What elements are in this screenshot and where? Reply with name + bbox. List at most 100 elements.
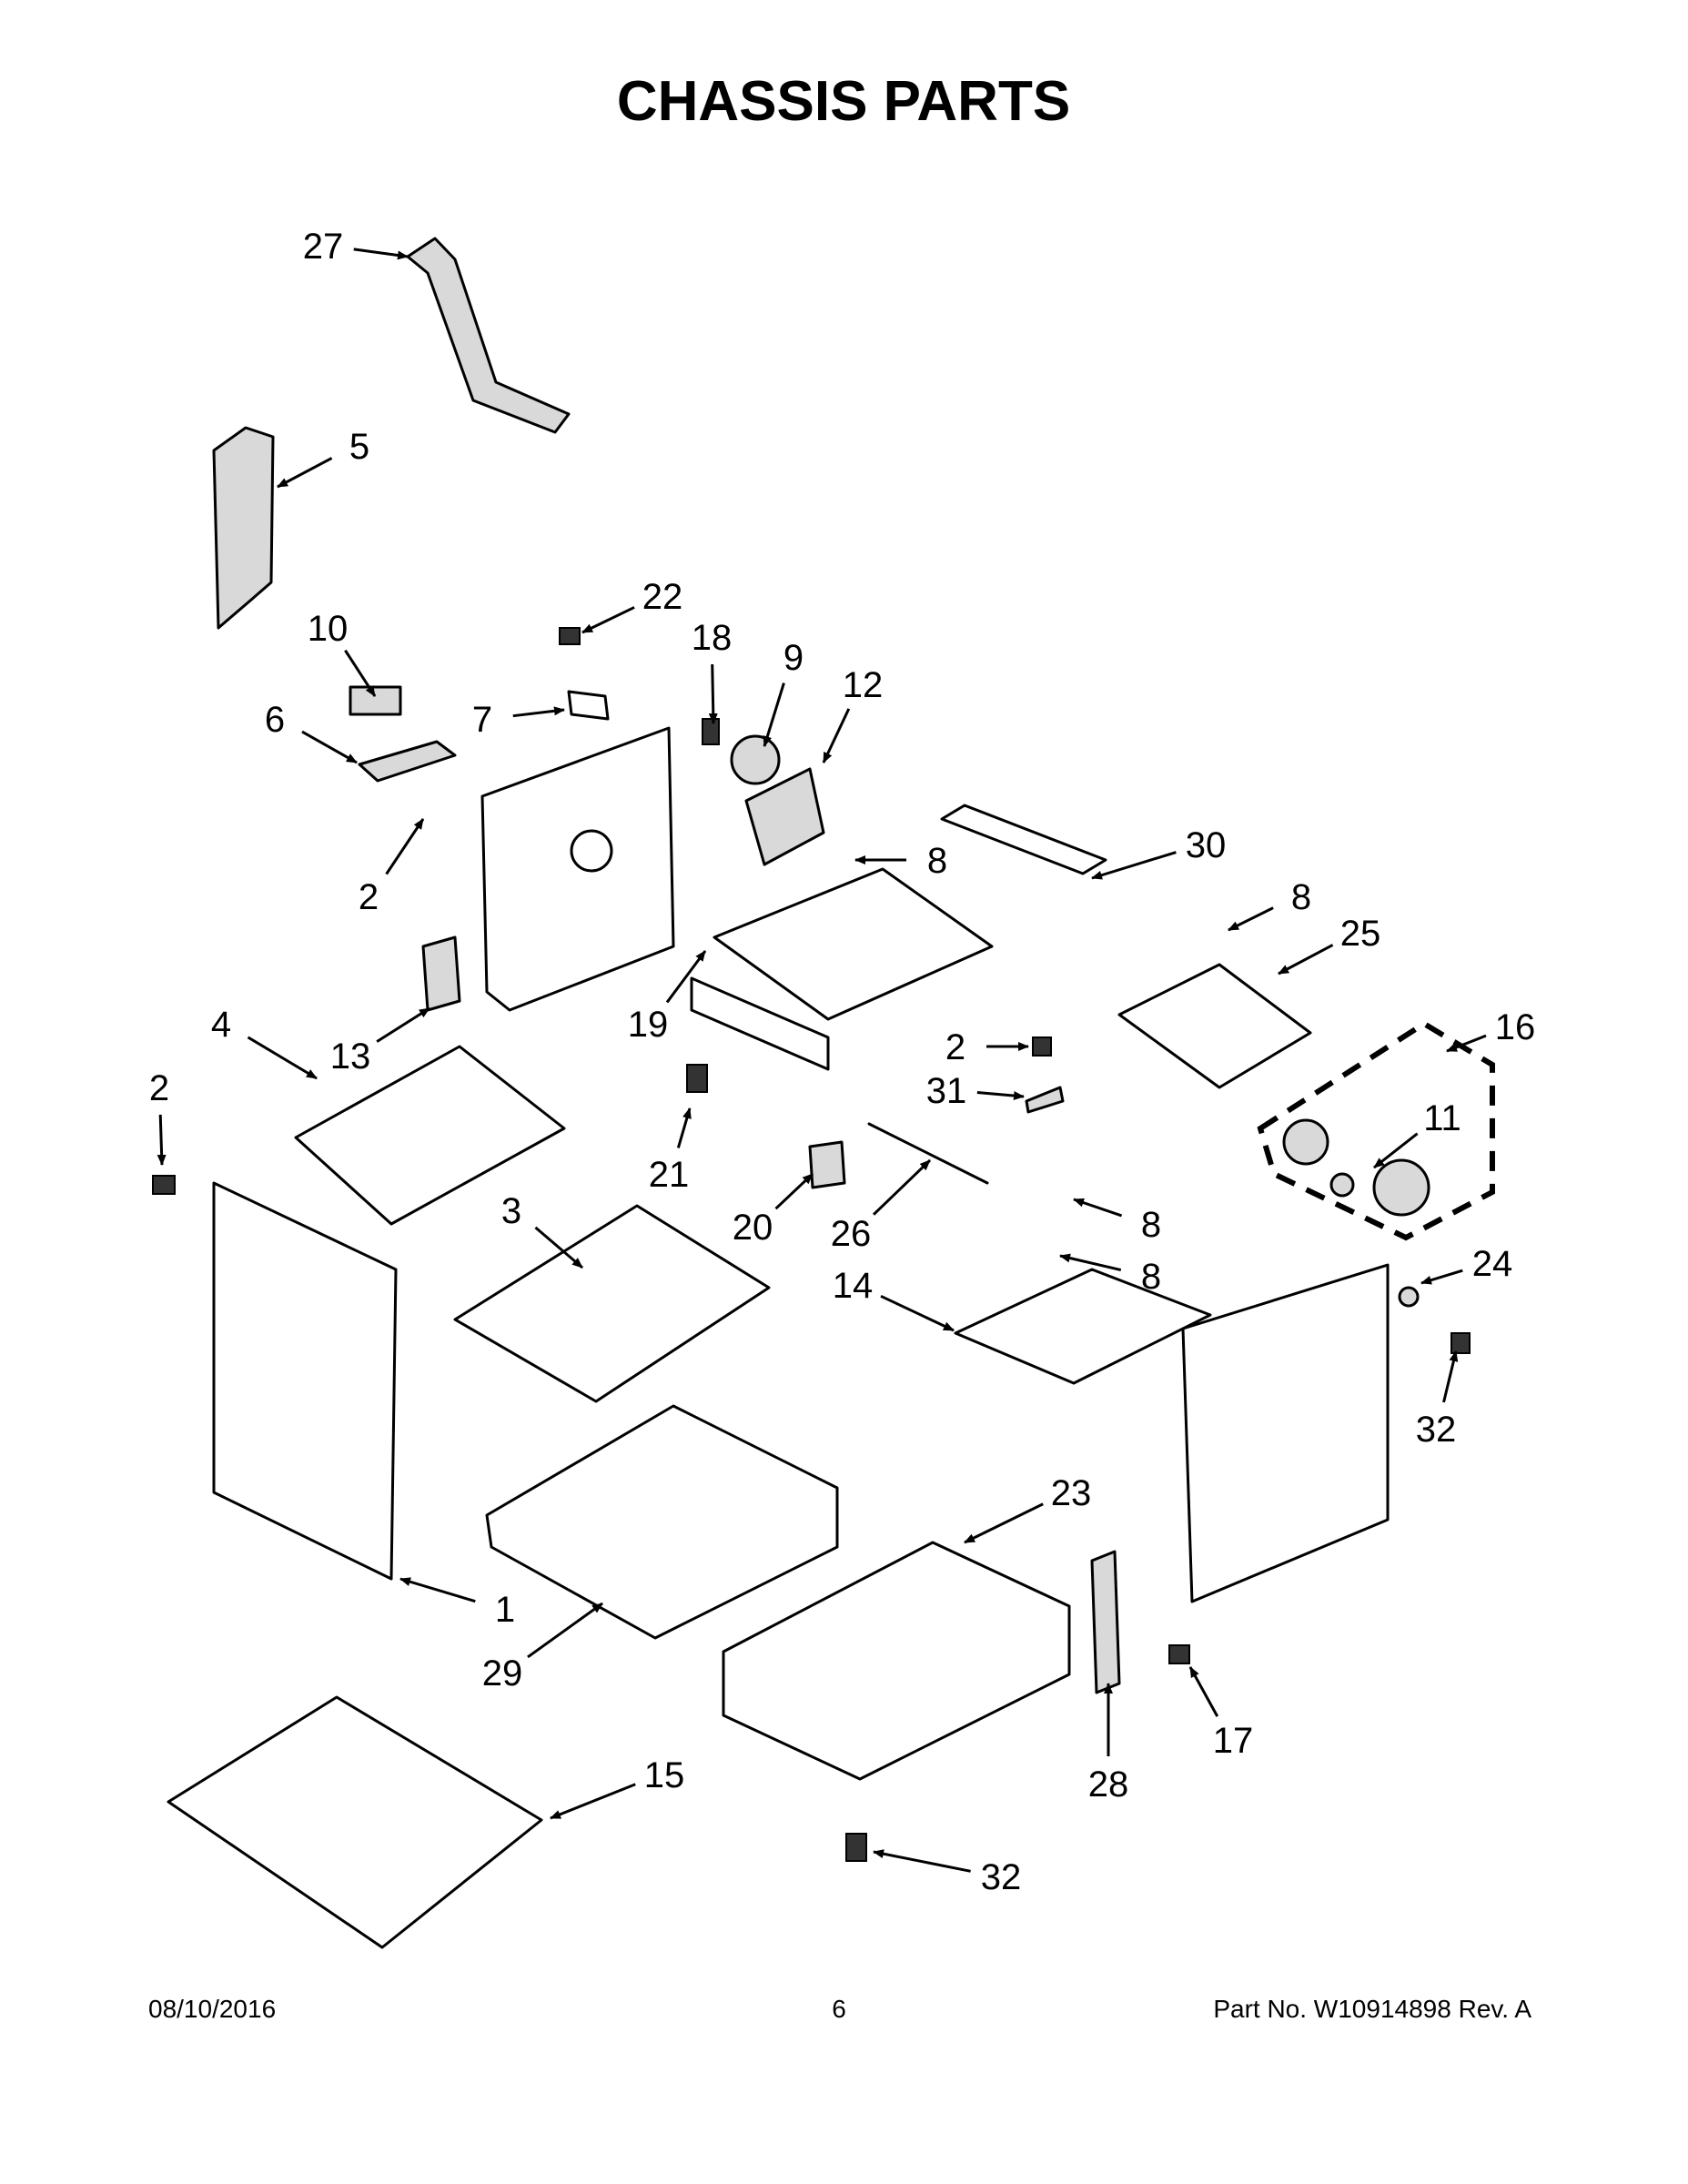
part-31-bracket — [1025, 1086, 1065, 1114]
callout-leader-4 — [247, 1036, 318, 1080]
callout-label-21: 21 — [649, 1155, 690, 1195]
callout-label-31: 31 — [926, 1071, 967, 1111]
callout-leader-16 — [1446, 1034, 1487, 1053]
callout-leader-29 — [527, 1602, 603, 1659]
part-3-roller-rack — [453, 1204, 771, 1403]
part-16-lamp-kit-outline — [1257, 1020, 1495, 1241]
callout-leader-11 — [1373, 1132, 1419, 1169]
callout-leader-31 — [976, 1090, 1025, 1101]
part-24-spacer — [1398, 1286, 1420, 1308]
callout-leader-3 — [534, 1226, 583, 1269]
callout-label-8: 8 — [1291, 877, 1311, 917]
part-18-shaft — [702, 718, 720, 745]
oven-bake-element-frame — [713, 867, 994, 1021]
callout-leader-8 — [1073, 1198, 1123, 1218]
callout-leader-24 — [1420, 1269, 1463, 1285]
part-32-screw-right — [1450, 1332, 1471, 1354]
callout-leader-9 — [763, 682, 785, 747]
callout-label-8: 8 — [927, 841, 947, 881]
callout-label-10: 10 — [308, 609, 349, 649]
callout-leader-27 — [353, 248, 409, 260]
callout-leader-2 — [385, 818, 425, 875]
callout-label-7: 7 — [472, 700, 492, 740]
callout-leader-12 — [822, 708, 851, 763]
callout-leader-8 — [1059, 1253, 1122, 1272]
callout-leader-8 — [1228, 906, 1274, 932]
callout-label-19: 19 — [628, 1005, 669, 1045]
callout-label-28: 28 — [1088, 1764, 1129, 1805]
callout-leader-25 — [1278, 944, 1334, 976]
rear-panel-fan-hole — [570, 829, 613, 873]
oven-lower-rail — [690, 976, 830, 1071]
part-29-drawer — [485, 1404, 839, 1640]
part-23-drawer-liner — [722, 1541, 1071, 1781]
callout-label-14: 14 — [833, 1266, 874, 1306]
part-32-screw-bottom — [845, 1833, 867, 1862]
part-9-fan-blade — [730, 734, 781, 785]
callout-leader-7 — [512, 706, 565, 718]
callout-label-3: 3 — [501, 1191, 521, 1231]
callout-leader-14 — [880, 1294, 955, 1332]
callout-label-13: 13 — [330, 1036, 371, 1077]
callout-label-15: 15 — [644, 1755, 685, 1795]
callout-leader-20 — [774, 1172, 814, 1210]
callout-leader-2 — [157, 1114, 167, 1166]
right-side-panel — [1181, 1263, 1390, 1603]
part-15-bottom-pan — [167, 1695, 543, 1949]
callout-label-2: 2 — [945, 1027, 965, 1067]
callout-label-8: 8 — [1141, 1257, 1161, 1297]
callout-label-24: 24 — [1472, 1244, 1513, 1284]
part-14-bake-element — [954, 1268, 1212, 1385]
part-7-bracket — [567, 690, 610, 721]
callout-label-12: 12 — [843, 665, 884, 705]
part-2-screw-right — [1032, 1036, 1052, 1057]
part-28-glide — [1090, 1550, 1121, 1694]
callout-leader-1 — [399, 1577, 476, 1603]
callout-leader-32 — [1442, 1350, 1459, 1403]
callout-label-23: 23 — [1051, 1473, 1092, 1513]
callout-label-32: 32 — [981, 1857, 1022, 1897]
footer-part-number: Part No. W10914898 Rev. A — [1213, 1995, 1531, 2023]
callout-label-4: 4 — [211, 1005, 231, 1045]
callout-leader-23 — [964, 1502, 1044, 1544]
part-20-ignitor — [808, 1140, 846, 1189]
callout-label-8: 8 — [1141, 1205, 1161, 1245]
callout-leader-13 — [376, 1006, 430, 1043]
part-17-screw — [1168, 1644, 1190, 1664]
part-26-sensor — [867, 1122, 989, 1185]
callout-label-2: 2 — [359, 877, 379, 917]
callout-label-26: 26 — [831, 1214, 872, 1254]
callout-leader-22 — [581, 606, 635, 634]
part-21-valve — [686, 1064, 708, 1093]
part-5-side-trim — [212, 426, 275, 630]
part-2-screw-left — [152, 1175, 176, 1195]
callout-leader-30 — [1091, 851, 1177, 880]
callout-label-29: 29 — [482, 1653, 523, 1694]
callout-label-2: 2 — [149, 1068, 169, 1108]
callout-label-32: 32 — [1416, 1410, 1457, 1450]
exploded-parts-drawing — [152, 237, 1495, 1949]
callout-leader-10 — [344, 649, 377, 697]
callout-label-17: 17 — [1213, 1721, 1254, 1761]
callout-label-11: 11 — [1423, 1098, 1461, 1138]
callout-leader-17 — [1188, 1666, 1219, 1717]
part-25-element — [1117, 963, 1312, 1089]
page-title: CHASSIS PARTS — [617, 70, 1070, 133]
callout-label-18: 18 — [692, 618, 733, 658]
callout-label-30: 30 — [1186, 825, 1227, 865]
callout-leader-15 — [550, 1783, 636, 1820]
part-13-bracket — [421, 935, 461, 1012]
footer-page-number: 6 — [832, 1995, 846, 2023]
part-1-door-frame — [212, 1181, 398, 1581]
footer-date: 08/10/2016 — [148, 1995, 276, 2023]
part-4-oven-rack — [294, 1045, 566, 1226]
callout-leader-19 — [665, 950, 707, 1004]
callout-label-22: 22 — [642, 577, 683, 617]
rear-chassis-panel — [480, 726, 675, 1012]
part-6-bracket — [358, 740, 457, 783]
part-11-bulb — [1282, 1118, 1329, 1166]
callout-label-20: 20 — [733, 1208, 773, 1248]
part-30-broil-element — [940, 804, 1107, 875]
